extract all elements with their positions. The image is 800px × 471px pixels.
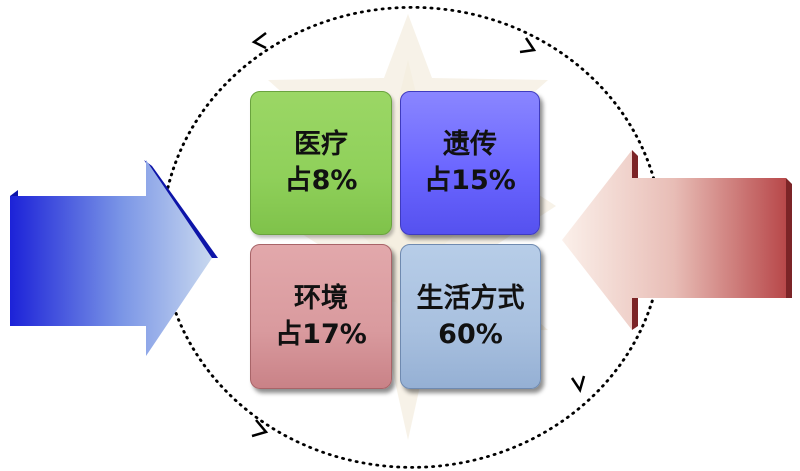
tile-environment-title: 环境 <box>294 282 348 314</box>
tile-lifestyle-title: 生活方式 <box>416 282 525 314</box>
tile-lifestyle-percent: 60% <box>438 318 503 350</box>
tile-medical-percent: 占8% <box>284 165 358 196</box>
tile-environment: 环境 占17% <box>250 244 392 389</box>
tile-lifestyle: 生活方式 60% <box>400 244 541 389</box>
tile-genetics-percent: 占15% <box>424 165 516 196</box>
cycle-arrowhead-top-left <box>251 32 267 50</box>
cycle-arrowhead-bottom-right <box>570 375 586 393</box>
tile-genetics: 遗传 占15% <box>400 91 540 235</box>
tile-medical: 医疗 占8% <box>250 91 392 235</box>
cycle-arrowhead-bottom-left <box>251 419 269 438</box>
tile-medical-title: 医疗 <box>294 129 348 160</box>
tile-environment-percent: 占17% <box>275 318 367 350</box>
cycle-arrowhead-top-right <box>519 37 537 54</box>
tile-genetics-title: 遗传 <box>443 129 497 160</box>
right-arrow-body <box>562 150 786 330</box>
left-arrow-body <box>10 160 212 356</box>
left-input-arrow <box>10 160 218 356</box>
right-input-arrow <box>562 150 792 330</box>
